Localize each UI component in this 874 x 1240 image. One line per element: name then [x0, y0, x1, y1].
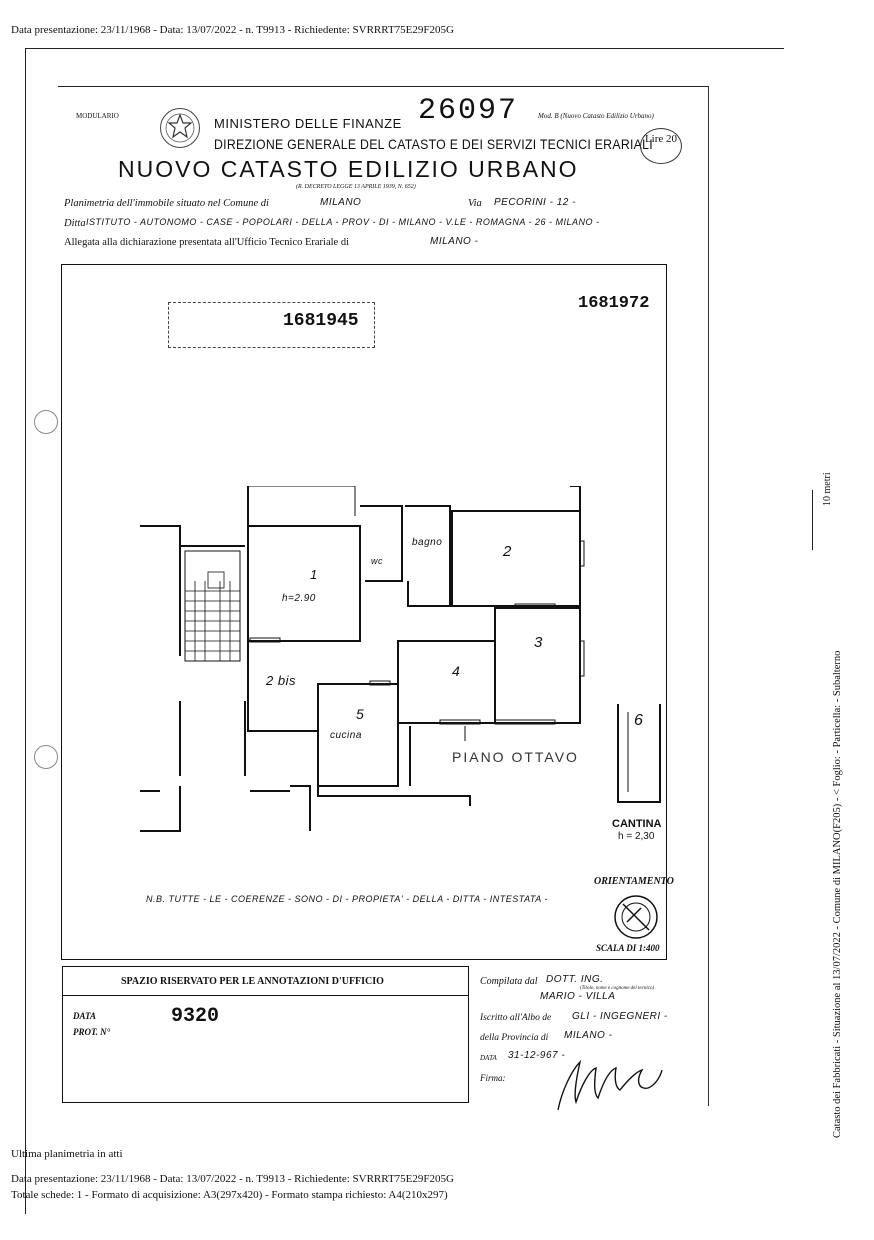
decree-label: (R. DECRETO LEGGE 13 APRILE 1939, N. 652… [296, 184, 416, 190]
signature-image [557, 1059, 663, 1111]
office-data-label: DATA [73, 1011, 97, 1021]
side-catasto-line: Catasto dei Fabbricati - Situazione al 1… [832, 650, 843, 1138]
ditta-label: Ditta [64, 218, 86, 229]
cantina-label: CANTINA [612, 818, 662, 830]
floor-plan-drawing [140, 486, 585, 832]
stamp-number: 26097 [418, 94, 519, 128]
albo-value: GLI - INGEGNERI - [572, 1011, 668, 1022]
floor-label: PIANO OTTAVO [452, 749, 579, 765]
office-prot-label: PROT. N° [73, 1027, 111, 1037]
allegata-label: Allegata alla dichiarazione presentata a… [64, 237, 350, 248]
scan-frame [25, 48, 784, 1214]
footer-line-1: Data presentazione: 23/11/1968 - Data: 1… [11, 1173, 454, 1185]
room-height-label: h=2.90 [282, 593, 316, 604]
room-1-label: 1 [310, 567, 318, 582]
office-annotations-title: SPAZIO RISERVATO PER LE ANNOTAZIONI D'UF… [121, 976, 384, 987]
room-wc-label: wc [371, 556, 383, 566]
office-prot-number: 9320 [171, 1005, 220, 1028]
top-rule [58, 86, 708, 87]
footer-ultima: Ultima planimetria in atti [11, 1148, 123, 1160]
room-2bis-label: 2 bis [266, 673, 296, 688]
room-4-label: 4 [452, 663, 461, 679]
office-annotations-box: SPAZIO RISERVATO PER LE ANNOTAZIONI D'UF… [62, 966, 469, 1103]
cantina-number: 6 [634, 712, 644, 729]
firma-label: Firma: [480, 1073, 506, 1083]
plan-stamp-left-number: 1681945 [283, 311, 359, 331]
via-value: PECORINI - 12 - [494, 197, 576, 208]
mod-b-label: Mod. B (Nuovo Catasto Edilizio Urbano) [538, 112, 654, 120]
room-bagno-label: bagno [412, 537, 443, 548]
iscritto-label: Iscritto all'Albo de [480, 1013, 552, 1023]
compilata-label: Compilata dal [480, 976, 538, 987]
price-stamp: Lire 20 [640, 128, 682, 164]
direction-title: DIREZIONE GENERALE DEL CATASTO E DEI SER… [214, 136, 653, 152]
compiler-title: DOTT. ING. [546, 974, 604, 985]
office-annotations-header [63, 967, 468, 996]
compiler-data-label: DATA [480, 1054, 497, 1062]
comune-value: MILANO [320, 197, 362, 208]
header-request-line: Data presentazione: 23/11/1968 - Data: 1… [11, 24, 454, 36]
room-2-label: 2 [503, 543, 512, 560]
scale-bar-label: 10 metri [822, 472, 833, 506]
ufficio-value: MILANO - [430, 236, 479, 247]
scale-bar [812, 490, 813, 550]
orientation-label: ORIENTAMENTO [594, 876, 674, 887]
footer-line-2: Totale schede: 1 - Formato di acquisizio… [11, 1189, 448, 1201]
binder-hole-bottom [34, 745, 58, 769]
compass-icon [613, 894, 659, 940]
plan-stamp-right-number: 1681972 [578, 294, 650, 313]
room-5-label: 5 [356, 706, 365, 722]
floor-plan-box [61, 264, 667, 960]
room-3-label: 3 [534, 634, 543, 651]
compiler-date: 31-12-967 - [508, 1050, 566, 1061]
right-rule [708, 86, 709, 1106]
binder-hole-top [34, 410, 58, 434]
main-title: NUOVO CATASTO EDILIZIO URBANO [118, 156, 579, 182]
planimetria-label: Planimetria dell'immobile situato nel Co… [64, 198, 269, 209]
modulario-label: MODULARIO [76, 112, 119, 120]
provincia-value: MILANO - [564, 1030, 613, 1041]
compiler-note: (Titolo, nome e cognome del tecnico) [580, 986, 655, 991]
scale-label: SCALA DI 1:400 [596, 943, 660, 953]
ministry-title: MINISTERO DELLE FINANZE [214, 116, 402, 131]
room-cucina-label: cucina [330, 730, 362, 741]
cantina-drawing [617, 704, 661, 803]
via-label: Via [468, 198, 482, 209]
plan-note: N.B. TUTTE - LE - COERENZE - SONO - DI -… [146, 894, 548, 904]
compiler-name: MARIO - VILLA [540, 991, 616, 1002]
republic-emblem-icon [160, 108, 200, 148]
provincia-label: della Provincia di [480, 1033, 549, 1043]
ditta-value: ISTITUTO - AUTONOMO - CASE - POPOLARI - … [86, 217, 600, 227]
plan-stamp-left: 1681945 [168, 302, 375, 348]
cantina-height: h = 2,30 [618, 831, 655, 842]
